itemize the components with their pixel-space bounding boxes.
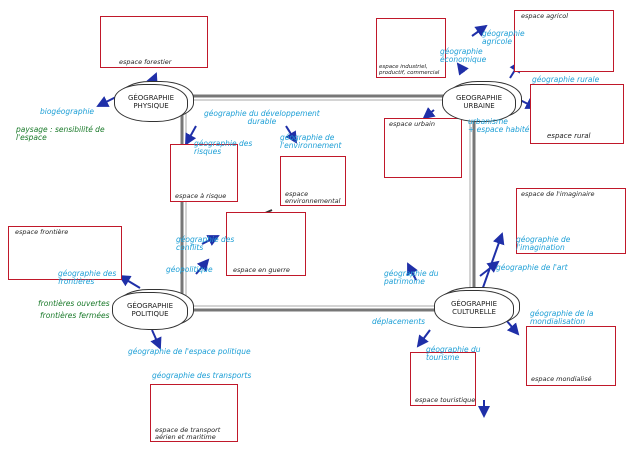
label-patrimoine: géographie du patrimoine — [384, 269, 439, 286]
frame-label: espace touristique — [415, 396, 476, 404]
frame-label: espace environnemental — [285, 190, 341, 205]
cloud-urbaine: GEOGRAPHIE URBAINE — [442, 84, 516, 122]
frame-risque: espace à risque — [170, 144, 238, 202]
frame-touristique: espace touristique — [410, 352, 476, 406]
cloud-label: GÉOGRAPHIE PHYSIQUE — [127, 94, 175, 110]
label-deplacements: déplacements — [372, 317, 426, 326]
cloud-politique: GÉOGRAPHIE POLITIQUE — [112, 292, 188, 330]
label-conflits: géographie des conflits — [176, 235, 235, 252]
frame-mondialise: espace mondialisé — [526, 326, 616, 386]
label-economique: géographie économique — [440, 47, 487, 64]
connector-arrows — [96, 24, 538, 418]
frame-guerre: espace en guerre — [226, 212, 306, 276]
frame-label: espace de l'imaginaire — [521, 190, 595, 198]
label-mondialisation: géographie de la mondialisation — [530, 309, 594, 326]
frame-label: espace de transport aérien et maritime — [155, 426, 221, 441]
label-paysage: paysage : sensibilité de l'espace — [16, 125, 105, 142]
label-frontieres-fermees: frontières fermées — [40, 311, 110, 320]
cloud-label: GÉOGRAPHIE CULTURELLE — [450, 300, 498, 316]
label-geopolitique: géopolitique — [166, 265, 213, 274]
frame-label: espace urbain — [389, 120, 435, 128]
frame-label: espace frontière — [15, 228, 69, 236]
central-rectangle — [180, 94, 476, 312]
label-imagination: géographie de l'imagination — [516, 235, 571, 252]
frame-transport: espace de transport aérien et maritime — [150, 384, 238, 442]
frame-industriel: espace industriel, productif, commercial — [376, 18, 446, 78]
frame-rural: espace rural — [530, 84, 624, 144]
frame-label: espace mondialisé — [531, 375, 592, 383]
label-art: géographie de l'art — [496, 263, 568, 272]
label-agricole: géographie agricole — [482, 29, 525, 46]
label-environnement: géographie de l'environnement — [280, 133, 342, 150]
frame-agricol: espace agricol — [514, 10, 614, 72]
frame-label: espace à risque — [175, 192, 227, 200]
frame-label: espace industriel, productif, commercial — [379, 64, 440, 76]
cloud-label: GÉOGRAPHIE POLITIQUE — [126, 302, 174, 318]
label-rurale: géographie rurale — [532, 75, 600, 84]
label-urbanisme: urbanisme + espace habité — [468, 117, 530, 134]
frame-forestier: espace forestier — [100, 16, 208, 68]
label-developpement: géographie du développement durable — [204, 109, 320, 126]
frame-label: espace en guerre — [233, 266, 290, 274]
label-frontieres-ouvertes: frontières ouvertes — [38, 299, 110, 308]
frame-imaginaire: espace de l'imaginaire — [516, 188, 626, 254]
cloud-physique: GÉOGRAPHIE PHYSIQUE — [114, 84, 188, 122]
label-risques: géographie des risques — [194, 139, 253, 156]
frame-label: espace rural — [547, 132, 591, 140]
label-espace-politique: géographie de l'espace politique — [128, 347, 251, 356]
frame-environnement: espace environnemental — [280, 156, 346, 206]
cloud-label: GEOGRAPHIE URBAINE — [455, 94, 503, 110]
label-transports: géographie des transports — [152, 371, 252, 380]
frame-urbain: espace urbain — [384, 118, 462, 178]
frame-label: espace forestier — [119, 58, 172, 66]
frame-label: espace agricol — [521, 12, 569, 20]
label-frontieres: géographie des frontières — [58, 269, 117, 286]
frame-frontiere: espace frontière — [8, 226, 122, 280]
label-biogeographie: biogéographie — [40, 107, 95, 116]
label-tourisme: géographie du tourisme — [426, 345, 481, 362]
cloud-culturelle: GÉOGRAPHIE CULTURELLE — [434, 290, 514, 328]
